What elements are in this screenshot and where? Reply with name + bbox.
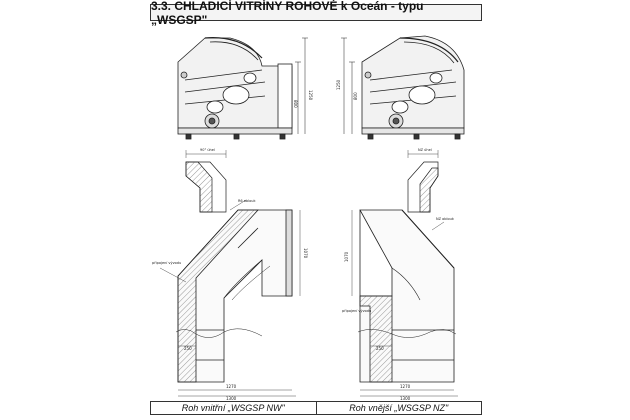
caption-right: Roh vnější „WSGSP NZ" xyxy=(315,402,482,414)
document-title: 3.3. CHLADICÍ VITRÍNY ROHOVÉ k Oceán - t… xyxy=(150,0,482,27)
left-connection-label: připojení vývodu xyxy=(152,261,181,265)
left-small-plan-label: 90° úhel xyxy=(200,148,215,152)
right-dim-250: 250 xyxy=(376,346,384,351)
left-height-dim-1: 1250 xyxy=(308,90,313,101)
right-side-profile xyxy=(341,35,465,140)
left-height-dim-2: 800 xyxy=(293,100,298,108)
right-height-dim-1: 1250 xyxy=(336,79,341,90)
left-rounded-label: R6 oblouk xyxy=(238,199,256,203)
right-rounded-label: NZ oblouk xyxy=(436,217,455,221)
left-side-profile xyxy=(177,37,308,140)
right-small-plan-label: NZ úhel xyxy=(418,148,432,152)
left-dim-1270: 1270 xyxy=(226,384,237,389)
right-small-plan xyxy=(407,150,439,213)
right-dim-1070: 1070 xyxy=(344,251,349,262)
right-height-dim-2: 800 xyxy=(353,92,358,100)
left-large-plan xyxy=(159,199,301,397)
left-dim-1300: 1300 xyxy=(226,396,237,401)
right-large-plan xyxy=(351,209,458,397)
left-dim-250: 250 xyxy=(184,346,192,351)
right-dim-1300: 1300 xyxy=(400,396,411,401)
caption-bar: Roh vnitřní „WSGSP NW" Roh vnější „WSGSP… xyxy=(150,401,482,415)
right-dim-1270: 1270 xyxy=(400,384,411,389)
left-small-plan xyxy=(185,150,227,213)
right-connection-label: připojení vývodu xyxy=(342,309,371,313)
caption-left: Roh vnitřní „WSGSP NW" xyxy=(181,403,285,413)
left-dim-1070: 1070 xyxy=(303,248,308,259)
